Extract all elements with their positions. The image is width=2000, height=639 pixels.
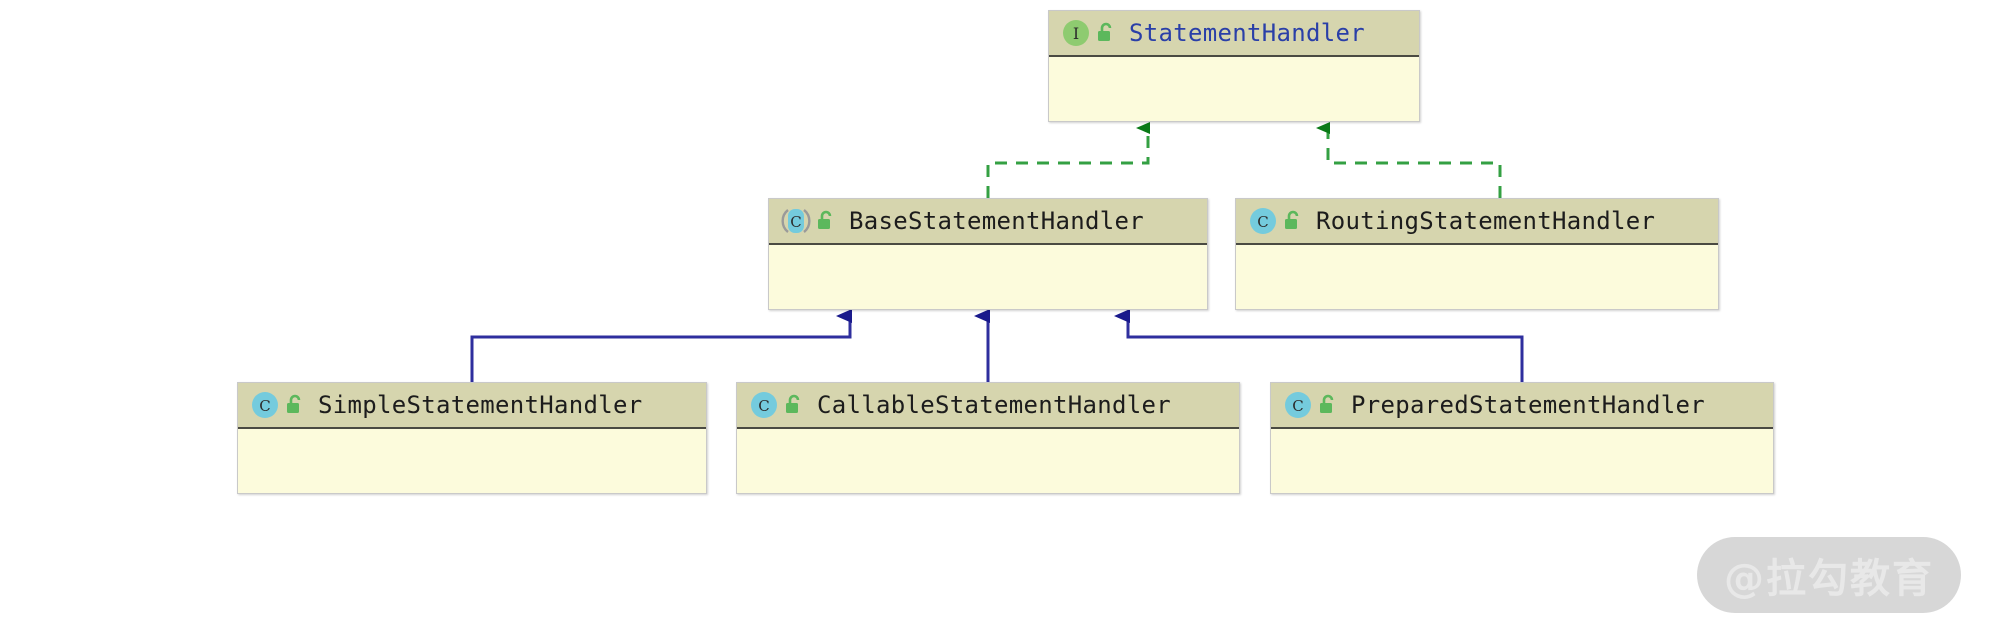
class-icon: C [1283, 390, 1313, 420]
uml-node-header: C PreparedStatementHandler [1271, 383, 1773, 429]
class-icon: C [1248, 206, 1278, 236]
uml-node-title: CallableStatementHandler [817, 391, 1171, 419]
edge-simple-extends-base [470, 309, 852, 382]
unlocked-padlock-icon [1091, 22, 1115, 44]
uml-node-title: BaseStatementHandler [849, 207, 1144, 235]
svg-text:C: C [790, 213, 801, 231]
unlocked-padlock-icon [811, 210, 835, 232]
watermark-text: @拉勾教育 [1724, 556, 1934, 602]
uml-node-header: C CallableStatementHandler [737, 383, 1239, 429]
svg-text:C: C [758, 397, 769, 415]
svg-text:C: C [1292, 397, 1303, 415]
uml-node-members [769, 245, 1207, 289]
uml-node-base-statement-handler[interactable]: C BaseStatementHandler [768, 198, 1208, 310]
class-icon: C [250, 390, 280, 420]
uml-node-routing-statement-handler[interactable]: C RoutingStatementHandler [1235, 198, 1719, 310]
interface-icon: I [1061, 18, 1091, 48]
unlocked-padlock-icon [779, 394, 803, 416]
uml-node-header: C RoutingStatementHandler [1236, 199, 1718, 245]
class-icon: C [749, 390, 779, 420]
uml-node-members [1236, 245, 1718, 289]
watermark-badge: @拉勾教育 [1697, 537, 1961, 613]
svg-text:I: I [1073, 24, 1079, 43]
uml-node-header: C BaseStatementHandler [769, 199, 1207, 245]
edge-prepared-extends-base [1114, 309, 1524, 382]
unlocked-padlock-icon [280, 394, 304, 416]
uml-node-header: C SimpleStatementHandler [238, 383, 706, 429]
uml-node-title: StatementHandler [1129, 19, 1365, 47]
abstract-class-icon: C [781, 206, 811, 236]
svg-text:C: C [259, 397, 270, 415]
unlocked-padlock-icon [1313, 394, 1337, 416]
unlocked-padlock-icon [1278, 210, 1302, 232]
uml-node-prepared-statement-handler[interactable]: C PreparedStatementHandler [1270, 382, 1774, 494]
uml-node-members [1049, 57, 1419, 101]
uml-node-header: I StatementHandler [1049, 11, 1419, 57]
svg-text:C: C [1257, 213, 1268, 231]
uml-node-title: SimpleStatementHandler [318, 391, 643, 419]
uml-node-members [238, 429, 706, 473]
uml-node-simple-statement-handler[interactable]: C SimpleStatementHandler [237, 382, 707, 494]
edge-routing-implements-statement-handler [1316, 122, 1502, 198]
uml-node-title: RoutingStatementHandler [1316, 207, 1656, 235]
uml-node-members [1271, 429, 1773, 473]
edge-base-implements-statement-handler [986, 122, 1150, 198]
uml-node-statement-handler[interactable]: I StatementHandler [1048, 10, 1420, 122]
uml-node-callable-statement-handler[interactable]: C CallableStatementHandler [736, 382, 1240, 494]
uml-node-members [737, 429, 1239, 473]
uml-node-title: PreparedStatementHandler [1351, 391, 1705, 419]
